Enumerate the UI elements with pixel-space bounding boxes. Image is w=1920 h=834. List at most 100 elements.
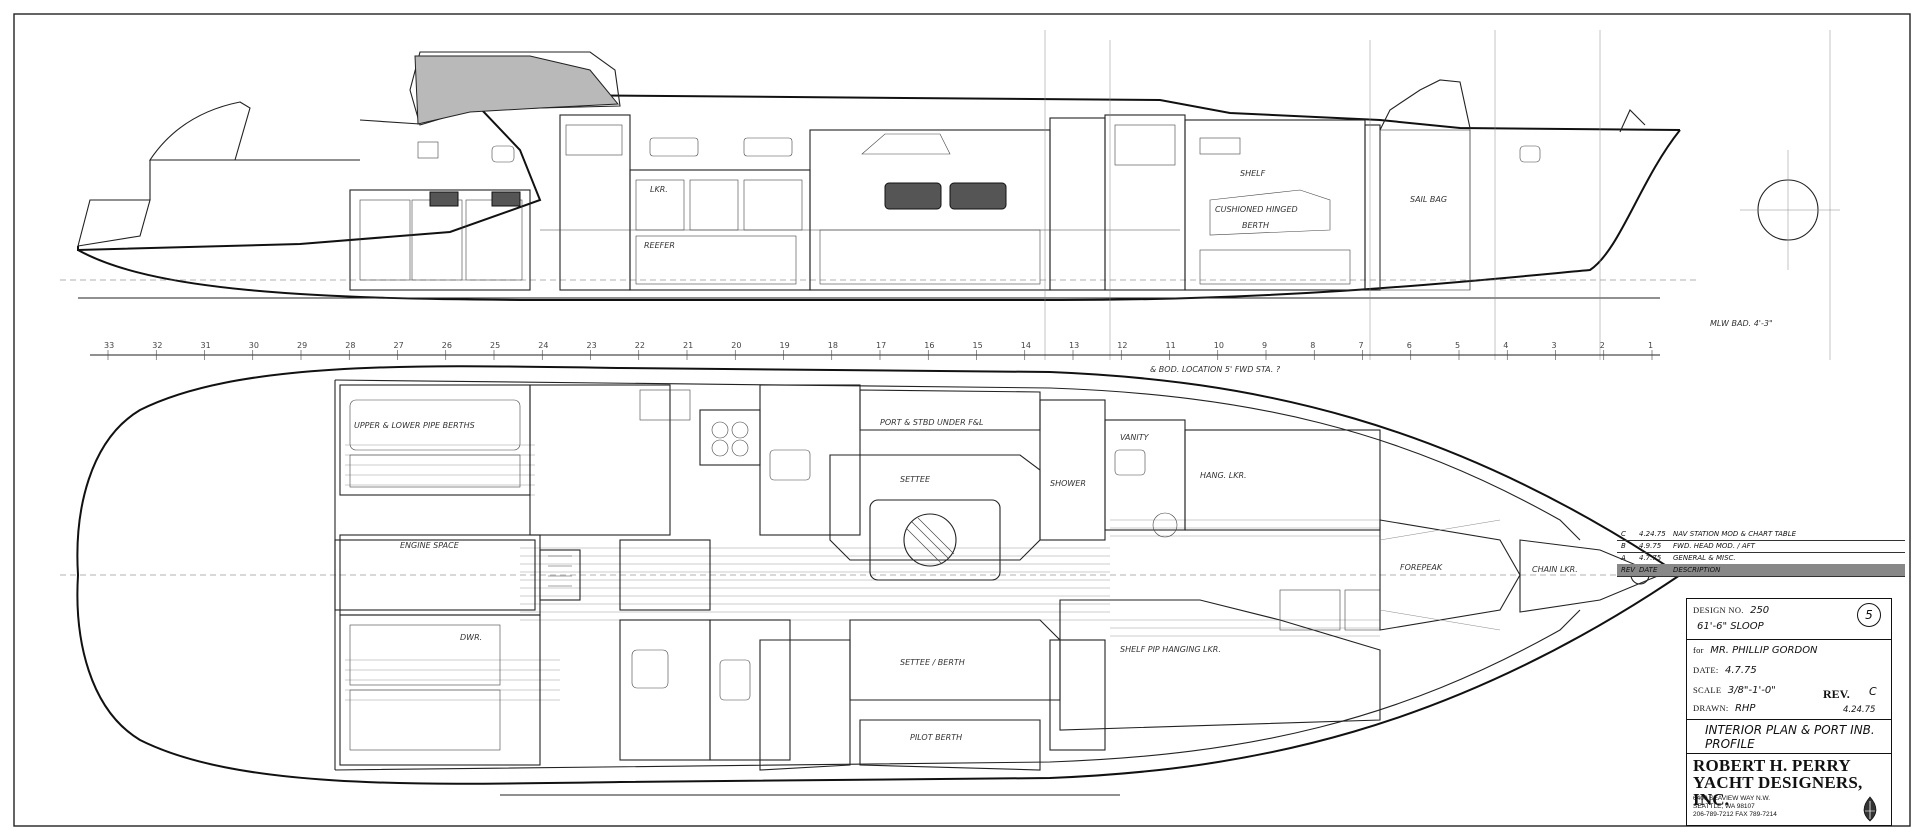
interior-plan: UPPER & LOWER PIPE BERTHS ENGINE SPACE S… — [60, 365, 1700, 796]
label-settee-berth: SETTEE / BERTH — [900, 658, 965, 667]
station-label: 11 — [1166, 341, 1176, 350]
rev-header-desc: DESCRIPTION — [1673, 566, 1721, 574]
profile-transom — [77, 199, 151, 247]
profile-interior — [349, 114, 1471, 291]
plan-aft-cabins — [339, 384, 581, 766]
firm-name: ROBERT H. PERRY YACHT DESIGNERS, INC. — [1693, 757, 1891, 808]
label-vanity: VANITY — [1120, 433, 1150, 442]
label-mlw: MLW BAD. 4'-3" — [1710, 319, 1773, 328]
firm-address: 6400 SEAVIEW WAY N.W. SEATTLE, WA 98107 … — [1693, 795, 1777, 819]
revision-row: B 4.9.75 FWD. HEAD MOD. / AFT — [1617, 540, 1905, 553]
station-label: 22 — [635, 341, 645, 350]
label-port-stbd: PORT & STBD UNDER F&L — [880, 418, 984, 427]
station-label: 31 — [201, 341, 211, 350]
profile-station-lines — [1044, 30, 1831, 360]
plan-forward-cabins — [1039, 399, 1381, 751]
profile-bow-pulpit — [1619, 109, 1646, 133]
drawn-row: DRAWN: RHP — [1693, 703, 1755, 714]
firm-logo-icon — [1863, 796, 1877, 822]
plan-inner-hull — [334, 379, 1581, 541]
station-label: 4 — [1503, 341, 1508, 350]
drawn-value: RHP — [1734, 703, 1756, 714]
station-label: 19 — [780, 341, 790, 350]
label-dwr: DWR. — [460, 633, 482, 642]
station-label: 8 — [1310, 341, 1315, 350]
rev-date-cell: 4.9.75 — [1639, 542, 1662, 550]
station-label: 33 — [104, 341, 114, 350]
station-label: 10 — [1214, 341, 1224, 350]
station-label: 16 — [924, 341, 934, 350]
rev-desc: NAV STATION MOD & CHART TABLE — [1673, 530, 1797, 538]
revision-row: C 4.24.75 NAV STATION MOD & CHART TABLE — [1617, 528, 1905, 541]
station-label: 6 — [1407, 341, 1412, 350]
station-label: 7 — [1359, 341, 1364, 350]
inboard-profile: SAIL BAG BERTH SHELF CUSHIONED HINGED LK… — [60, 30, 1840, 360]
station-label: 29 — [297, 341, 307, 350]
station-label: 21 — [683, 341, 693, 350]
station-label: 23 — [587, 341, 597, 350]
profile-portlights — [417, 133, 1541, 210]
profile-dodger — [414, 55, 620, 125]
rev-id: A — [1621, 554, 1626, 562]
rev-header-rev: REV — [1621, 566, 1636, 574]
revision-header-row: REV DATE DESCRIPTION — [1617, 564, 1905, 577]
scale-row: SCALE 3/8"-1'-0" — [1693, 685, 1776, 696]
rev-value: C — [1869, 685, 1877, 698]
rev-desc: FWD. HEAD MOD. / AFT — [1673, 542, 1755, 550]
label-hanging-lkr: HANG. LKR. — [1200, 471, 1247, 480]
label-shelf-pipe: SHELF PIP HANGING LKR. — [1120, 645, 1221, 654]
label-engine-space: ENGINE SPACE — [400, 541, 460, 550]
vessel-row: 61'-6" SLOOP — [1693, 621, 1764, 632]
station-label: 27 — [394, 341, 404, 350]
sheet-border — [13, 13, 1911, 827]
label-cushioned: CUSHIONED HINGED — [1215, 205, 1298, 214]
station-label: 13 — [1069, 341, 1079, 350]
station-label: 26 — [442, 341, 452, 350]
label-forepeak: FOREPEAK — [1400, 563, 1443, 572]
date-row: DATE: 4.7.75 — [1693, 665, 1757, 676]
rev-date-cell: 4.24.75 — [1639, 530, 1666, 538]
vessel-type: 61'-6" SLOOP — [1697, 621, 1764, 632]
design-number-row: DESIGN NO. 250 — [1693, 605, 1769, 616]
address-line2: SEATTLE, WA 98107 — [1693, 803, 1755, 810]
rev-date: 4.24.75 — [1843, 705, 1876, 715]
station-label: 32 — [152, 341, 162, 350]
label-bod-location: & BOD. LOCATION 5' FWD STA. ? — [1150, 365, 1281, 374]
station-label: 1 — [1648, 341, 1653, 350]
profile-forepeak — [1379, 79, 1471, 131]
plan-engine-space — [334, 539, 536, 611]
station-label: 3 — [1552, 341, 1557, 350]
station-label: 28 — [345, 341, 355, 350]
plan-galley — [529, 384, 861, 761]
sheet-number: 5 — [1857, 603, 1881, 627]
scale-value: 3/8"-1'-0" — [1727, 685, 1776, 696]
station-label: 18 — [828, 341, 838, 350]
plan-forepeak — [1379, 519, 1521, 631]
label-shower: SHOWER — [1050, 479, 1086, 488]
scale-label: SCALE — [1693, 685, 1722, 695]
label-sail-bag: SAIL BAG — [1410, 195, 1447, 204]
plan-hull-outline — [76, 365, 1682, 785]
station-label: 5 — [1455, 341, 1460, 350]
profile-hull-bottom — [77, 129, 1681, 301]
profile-sheer-line — [77, 93, 1681, 252]
label-pipe-berths: UPPER & LOWER PIPE BERTHS — [354, 421, 475, 430]
title-block: DESIGN NO. 250 5 61'-6" SLOOP for MR. PH… — [1686, 598, 1892, 826]
station-label: 9 — [1262, 341, 1267, 350]
station-label: 17 — [876, 341, 886, 350]
label-settee: SETTEE — [900, 475, 931, 484]
address-line3: 206-789-7212 FAX 789-7214 — [1693, 811, 1777, 818]
label-shelf: SHELF — [1240, 169, 1266, 178]
rev-header-date: DATE — [1639, 566, 1658, 574]
sheet-title: INTERIOR PLAN & PORT INB. PROFILE — [1705, 723, 1875, 751]
date-label: DATE: — [1693, 665, 1719, 675]
mast-step — [903, 513, 957, 567]
drawn-label: DRAWN: — [1693, 703, 1729, 713]
profile-rudder — [148, 101, 251, 161]
label-reefer: REEFER — [644, 241, 675, 250]
rev-id: B — [1621, 542, 1626, 550]
station-label: 14 — [1021, 341, 1031, 350]
station-label: 25 — [490, 341, 500, 350]
